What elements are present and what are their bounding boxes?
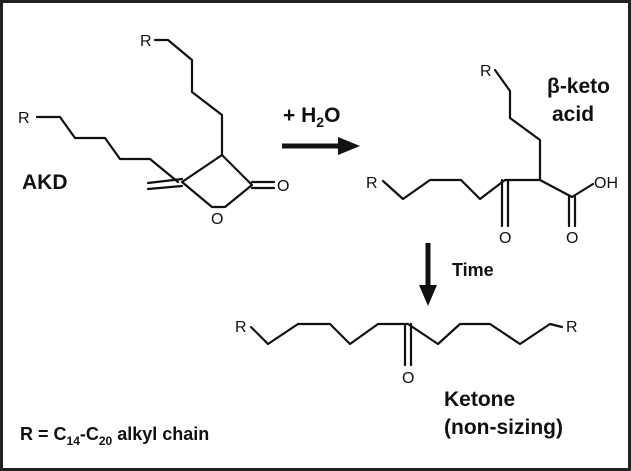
akd-exocyclic-double-bond-b [146, 184, 184, 191]
keto-acid-left-chain [381, 178, 542, 201]
akd-right-chain [153, 38, 224, 157]
time-arrow [419, 243, 437, 306]
akd-r-left: R [18, 110, 30, 127]
water-reagent-label: + H2O [283, 104, 340, 130]
keto-acid-label-line1: β-keto [547, 75, 610, 98]
beta-keto-acid-molecule: R R O O OH [366, 63, 618, 247]
keto-acid-r-top: R [480, 63, 492, 80]
akd-ring-oxygen: O [211, 211, 223, 228]
time-arrow-head [419, 285, 437, 306]
ketone-chain [249, 322, 564, 346]
akd-r-top: R [140, 33, 152, 50]
ketone-molecule: R R O [235, 319, 578, 387]
hydrolysis-arrow-head [338, 137, 360, 155]
akd-exocyclic-double-bond-a [146, 177, 184, 185]
ketone-r-right: R [566, 319, 578, 336]
keto-acid-r-left: R [366, 175, 378, 192]
akd-label: AKD [22, 171, 68, 194]
ketone-label-line2: (non-sizing) [444, 416, 563, 439]
keto-acid-carboxyl-link [538, 178, 574, 199]
keto-acid-carboxyl-oxygen: O [566, 230, 578, 247]
keto-acid-carboxyl-oh-bond [570, 182, 595, 199]
ketone-label-line1: Ketone [444, 388, 515, 411]
keto-acid-label-line2: acid [552, 103, 594, 126]
akd-molecule: R R O O [18, 33, 289, 228]
keto-acid-ketone-oxygen: O [499, 230, 511, 247]
akd-carbonyl-oxygen: O [277, 178, 289, 195]
time-label: Time [452, 260, 494, 280]
keto-acid-hydroxyl: OH [594, 175, 618, 192]
hydrolysis-arrow [282, 137, 360, 155]
keto-acid-top-chain [493, 68, 542, 182]
r-definition: R = C14-C20 alkyl chain [20, 424, 209, 448]
akd-left-chain [35, 115, 180, 184]
ketone-r-left: R [235, 319, 247, 336]
akd-lactone-ring [180, 153, 254, 209]
ketone-oxygen: O [402, 370, 414, 387]
